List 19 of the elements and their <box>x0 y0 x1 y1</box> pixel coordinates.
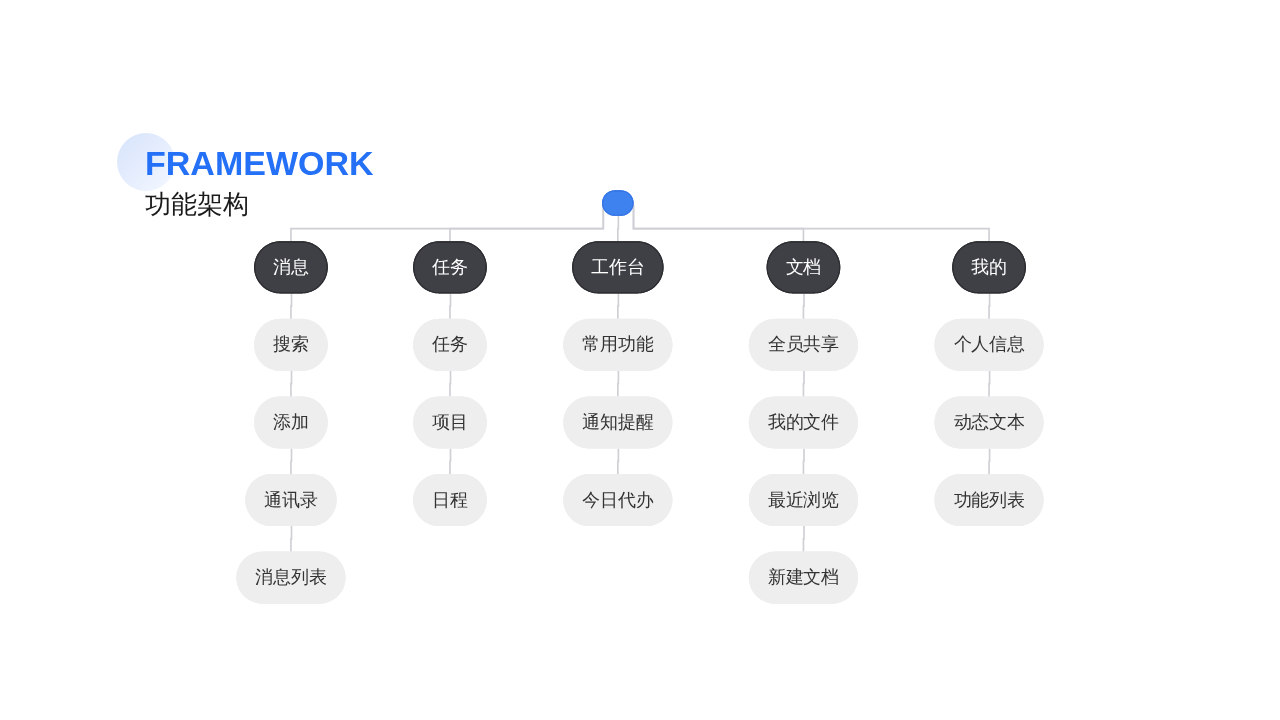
connector <box>988 447 991 476</box>
connector <box>802 525 805 554</box>
connector <box>290 292 293 321</box>
connector <box>449 370 452 399</box>
connector <box>290 370 293 399</box>
connector <box>449 447 452 476</box>
connector <box>617 370 620 399</box>
connector <box>290 525 293 554</box>
connector <box>802 370 805 399</box>
connector <box>449 292 452 321</box>
connector <box>802 292 805 321</box>
connector <box>988 370 991 399</box>
subtitle: 功能架构 <box>145 188 250 221</box>
connector <box>802 447 805 476</box>
connector <box>290 447 293 476</box>
connector <box>988 292 991 321</box>
connector <box>617 292 620 321</box>
title: FRAMEWORK <box>145 143 374 183</box>
connector <box>617 447 620 476</box>
